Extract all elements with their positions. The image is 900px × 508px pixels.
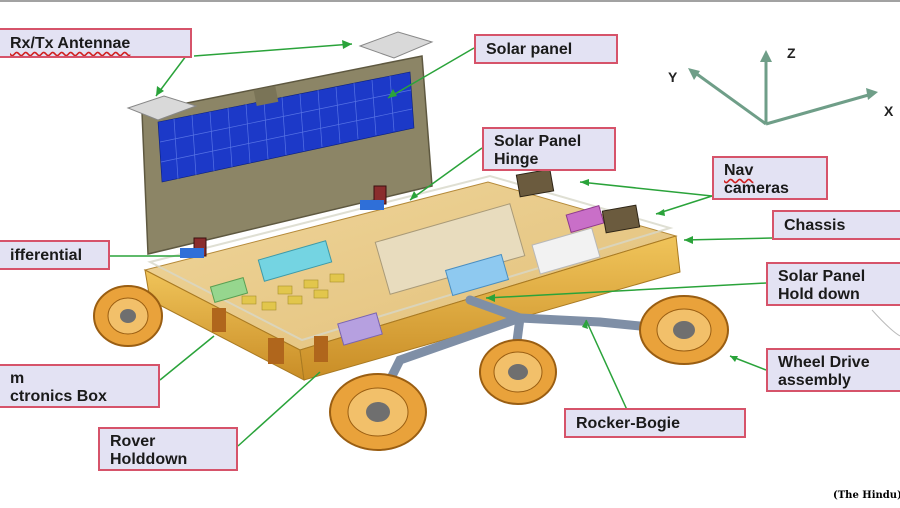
callout-nav-cameras: Nav cameras bbox=[712, 156, 828, 200]
axis-x-label: X bbox=[884, 103, 894, 119]
wheel-rear-right bbox=[639, 295, 729, 365]
axis-y-label: Y bbox=[668, 69, 678, 85]
differential-blue-part bbox=[180, 248, 204, 258]
callout-solar-panel-hinge: Solar Panel Hinge bbox=[482, 127, 616, 171]
leader-lines bbox=[108, 43, 773, 447]
antenna-plate-right bbox=[358, 31, 434, 59]
image-credit: (The Hindu) bbox=[833, 490, 900, 501]
wheel-middle bbox=[479, 339, 557, 405]
callout-chassis: Chassis bbox=[772, 210, 900, 240]
callout-electronics-box: m ctronics Box bbox=[0, 364, 160, 408]
wheel-rear-left bbox=[93, 285, 163, 347]
nav-cameras bbox=[515, 168, 641, 234]
callout-rx-tx-antennae: Rx/Tx Antennae bbox=[0, 28, 192, 58]
hinge-blue-part bbox=[360, 200, 384, 210]
callout-solar-panel-hold-down: Solar Panel Hold down bbox=[766, 262, 900, 306]
callout-differential: ifferential bbox=[0, 240, 110, 270]
solar-cells bbox=[157, 71, 415, 183]
callout-rover-holddown: Rover Holddown bbox=[98, 427, 238, 471]
callout-solar-panel: Solar panel bbox=[474, 34, 618, 64]
axis-z-label: Z bbox=[787, 45, 796, 61]
leader-arrowheads bbox=[156, 40, 738, 362]
antenna-plate-left bbox=[126, 95, 198, 121]
coordinate-axes bbox=[688, 50, 878, 126]
callout-rocker-bogie: Rocker-Bogie bbox=[564, 408, 746, 438]
solar-panel bbox=[141, 55, 433, 255]
wheel-front-left bbox=[329, 373, 427, 451]
callout-wheel-drive-assembly: Wheel Drive assembly bbox=[766, 348, 900, 392]
